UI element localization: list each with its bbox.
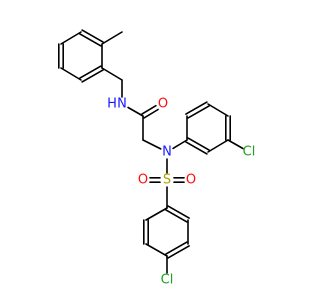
para-chlorine-label: Cl [161,273,174,288]
bond-chlorophenyl-c2-chlorophenyl-c3 [207,139,229,153]
bond-methyl-carbon-toluene-c1 [101,31,123,45]
bond-chlorophenyl-c1-chlorophenyl-c2-line-1 [185,141,208,155]
bond-carbonyl-carbon-carbonyl-oxygen-line-2 [141,104,157,115]
bond-chlorophenyl-c4-chlorophenyl-c5 [207,103,229,117]
bond-sulfonamide-nitrogen-chlorophenyl-c1 [172,139,188,150]
amide-nitrogen-label: NH [107,97,127,112]
bond-sulfonylphenyl-c4-sulfonylphenyl-c5 [145,243,168,257]
bond-toluene-c2-toluene-c3 [60,31,82,45]
bond-amide-nitrogen-carbonyl-carbon [127,106,144,117]
sulfonyl-oxygen-left-symbol: O [138,173,148,188]
bond-sulfonylphenyl-c6-sulfonylphenyl-c1 [145,207,168,221]
para-chlorine-symbol: Cl [161,273,174,288]
bond-chlorophenyl-c1-chlorophenyl-c2-line-2 [187,137,210,151]
bond-sulfonylphenyl-c1-sulfonylphenyl-c2-line-2 [167,205,190,219]
bond-sulfonylphenyl-c1-sulfonylphenyl-c2-line-1 [165,209,188,223]
bond-glycine-ch2-sulfonamide-nitrogen [142,139,162,150]
sulfonyl-oxygen-right-symbol: O [186,173,196,188]
bond-toluene-c6-benzyl-ch2 [101,67,123,81]
bond-chlorophenyl-c5-chlorophenyl-c6-line-1 [185,101,208,115]
carbonyl-oxygen-label: O [158,97,168,112]
bond-chlorophenyl-c3-meta-chlorine [227,139,244,150]
bond-toluene-c5-toluene-c6-line-2 [79,65,102,79]
meta-chlorine-label: Cl [243,145,256,160]
bond-toluene-c4-toluene-c5 [60,67,82,81]
bond-toluene-c5-toluene-c6-line-1 [81,69,104,83]
amide-nitrogen-hydrogen: H [107,97,117,112]
carbonyl-oxygen-symbol: O [158,97,168,112]
meta-chlorine-symbol: Cl [243,145,256,160]
bond-carbonyl-carbon-carbonyl-oxygen-line-1 [143,108,159,119]
bond-chlorophenyl-c5-chlorophenyl-c6-line-2 [187,105,210,119]
sulfonyl-oxygen-left-label: O [138,173,148,188]
sulfur-symbol: S [163,173,171,188]
bond-sulfonylphenyl-c3-sulfonylphenyl-c4-line-1 [165,241,188,255]
amide-nitrogen-symbol: N [117,97,127,112]
sulfonamide-nitrogen-label: N [162,145,172,160]
sulfur-label: S [163,173,171,188]
sulfonyl-oxygen-right-label: O [186,173,196,188]
sulfonamide-nitrogen-symbol: N [162,145,172,160]
bond-toluene-c1-toluene-c2-line-1 [81,29,104,43]
bond-sulfonylphenyl-c3-sulfonylphenyl-c4-line-2 [167,245,190,259]
bond-toluene-c1-toluene-c2-line-2 [79,33,102,47]
bond-layer [57,29,244,274]
